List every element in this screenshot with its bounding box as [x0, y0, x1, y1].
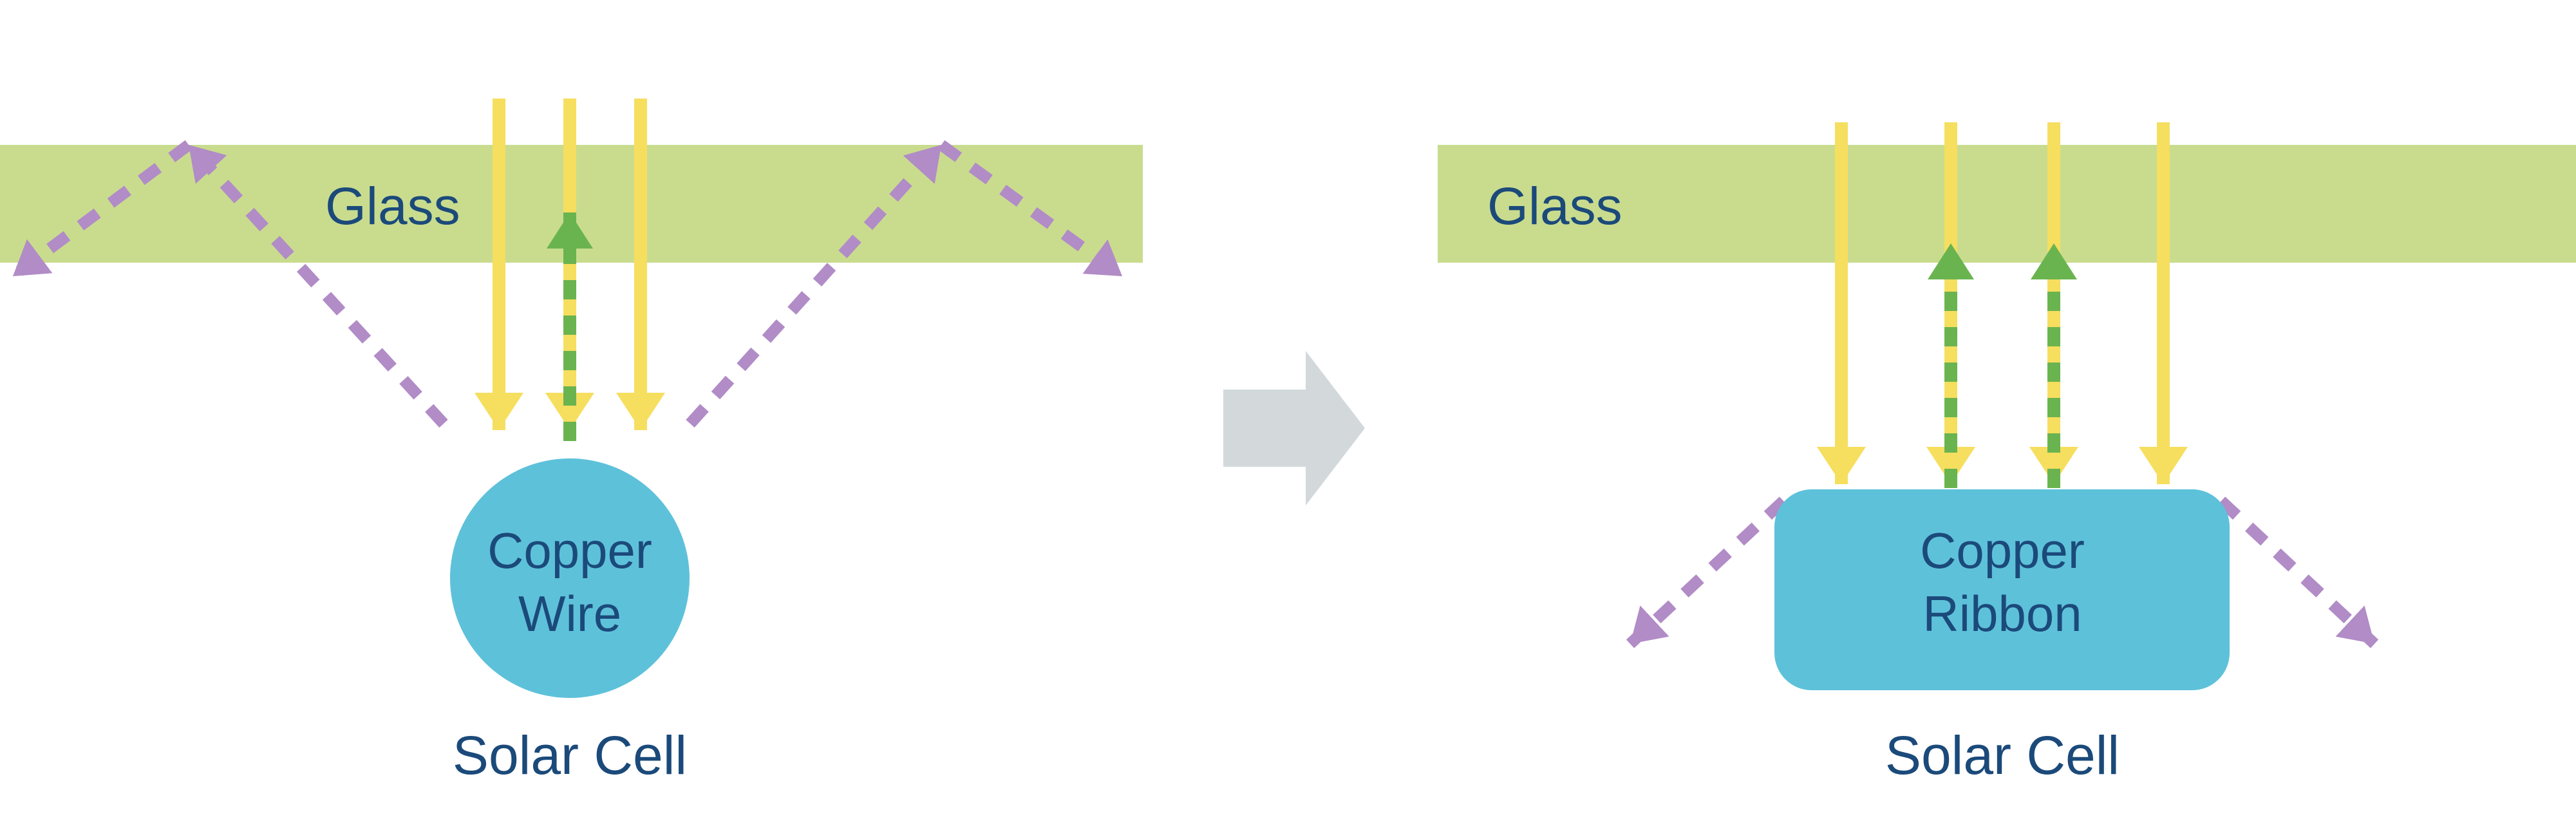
- component-label-line2: Wire: [518, 585, 621, 642]
- copper-ribbon-shape: [1774, 489, 2230, 690]
- glass-label: Glass: [325, 177, 460, 236]
- scattered-light-arrow: [184, 140, 448, 428]
- transform-arrow-icon: [1223, 351, 1365, 505]
- glass-layer: [1438, 145, 2576, 263]
- scattered-light-arrow: [2217, 496, 2379, 648]
- scattered-light-arrow: [686, 140, 946, 428]
- right-panel: Glass Copper Ribbon Solar Cell: [1438, 122, 2576, 786]
- solar-cell-caption: Solar Cell: [453, 725, 687, 786]
- solar-cell-caption: Solar Cell: [1885, 725, 2120, 786]
- component-label-line2: Ribbon: [1923, 585, 2082, 642]
- copper-wire-shape: [450, 458, 690, 698]
- glass-label: Glass: [1487, 177, 1622, 236]
- component-label-line1: Copper: [1920, 522, 2085, 579]
- scattered-light-arrow: [1626, 496, 1788, 648]
- component-label-line1: Copper: [487, 522, 652, 579]
- left-panel: Glass Copper Wire Solar Cell: [0, 99, 1143, 786]
